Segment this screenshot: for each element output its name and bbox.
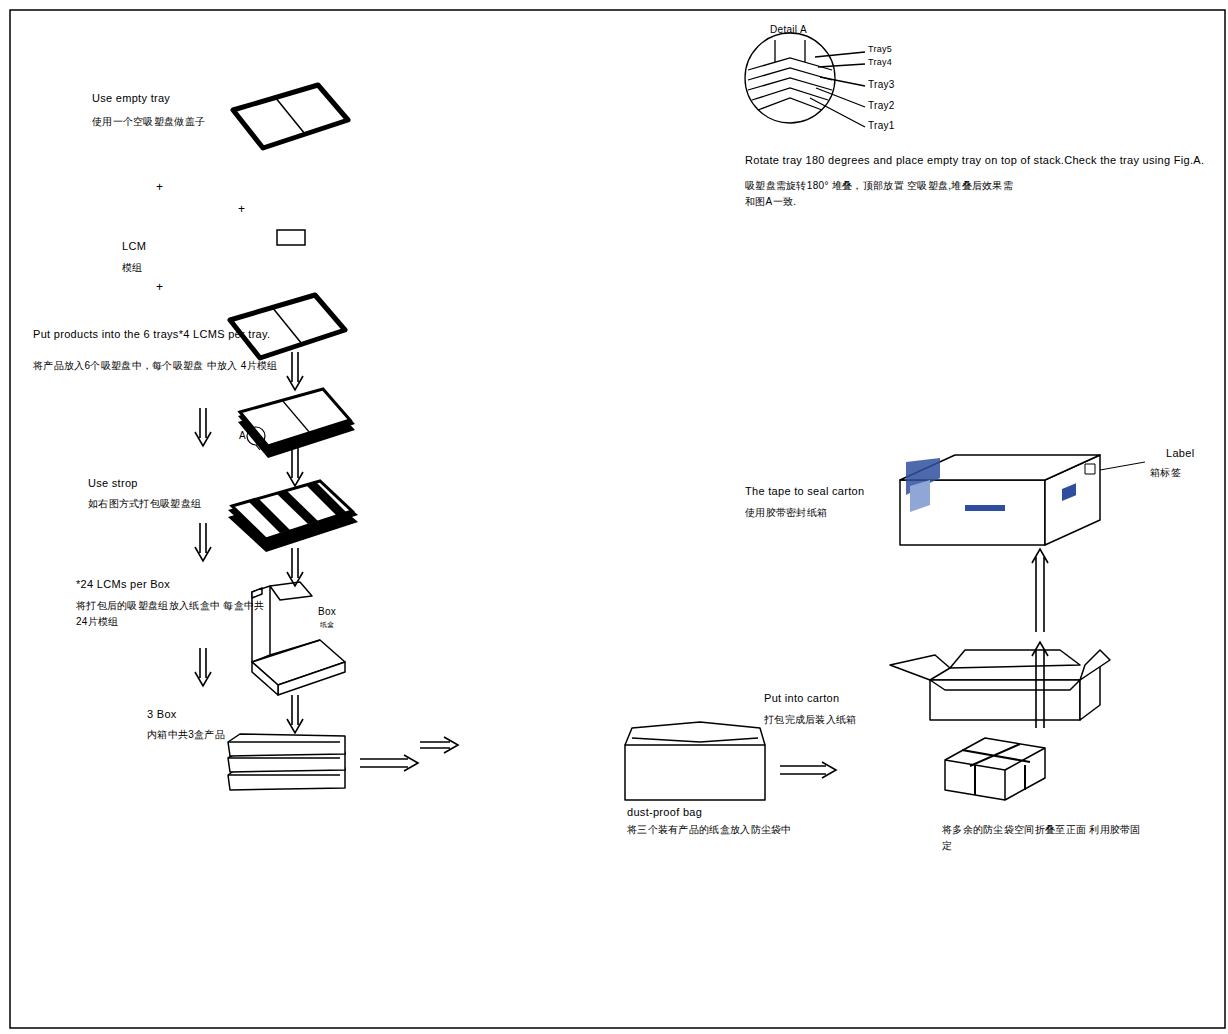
open-box xyxy=(252,582,345,695)
step-text: dust-proof bag xyxy=(627,804,702,821)
dust-proof-bag xyxy=(625,722,765,800)
flow-arrows xyxy=(195,352,1048,778)
detail-a xyxy=(745,33,865,127)
tray-label: Tray1 xyxy=(868,118,895,134)
tray-label: Tray2 xyxy=(868,98,895,114)
step-text-cn: 内箱中共3盒产品 xyxy=(147,727,225,743)
step-text-cn: 将三个装有产品的纸盒放入防尘袋中 xyxy=(627,822,792,838)
tray-label: Tray4 xyxy=(868,56,892,70)
step-text-cn: 将打包后的吸塑盘组放入纸盒中 每盒中共 24片模组 xyxy=(76,598,266,629)
step-text: *24 LCMs per Box xyxy=(76,576,170,593)
label-callout-cn: 箱标签 xyxy=(1150,465,1181,481)
step-text: Put into carton xyxy=(764,690,839,707)
box-mark-cn: 纸盒 xyxy=(320,620,335,631)
step-text-cn: 打包完成后装入纸箱 xyxy=(764,712,857,728)
plus-sign: + xyxy=(156,278,163,297)
callout-letter: A xyxy=(239,428,246,444)
step-text: The tape to seal carton xyxy=(745,483,864,500)
tray-label: Tray5 xyxy=(868,43,892,57)
tray-stack xyxy=(238,389,355,458)
lcm-module xyxy=(277,230,305,245)
step-text: Put products into the 6 trays*4 LCMS per… xyxy=(33,326,333,343)
step-text: Use empty tray xyxy=(92,90,170,107)
step-text-cn: 将多余的防尘袋空间折叠至正面 利用胶带固定 xyxy=(942,822,1142,853)
sealed-carton xyxy=(900,455,1145,545)
step-text-cn: 将产品放入6个吸塑盘中，每个吸塑盘 中放入 4片模组 xyxy=(33,358,313,374)
strapped-stack xyxy=(228,481,358,552)
step-text-cn: 如右图方式打包吸塑盘组 xyxy=(88,496,201,512)
product-tray xyxy=(230,295,345,358)
plus-sign: + xyxy=(156,178,163,197)
step-text-cn: 模组 xyxy=(122,260,143,276)
three-boxes xyxy=(228,734,345,790)
step-text-cn: 使用一个空吸塑盘做盖子 xyxy=(92,114,205,130)
open-carton xyxy=(890,650,1110,720)
step-text: 3 Box xyxy=(147,706,177,723)
detail-title: Detail A xyxy=(770,22,807,38)
empty-tray xyxy=(233,85,348,148)
note-text: Rotate tray 180 degrees and place empty … xyxy=(745,152,1205,169)
tray-label: Tray3 xyxy=(868,77,895,93)
step-text: LCM xyxy=(122,238,146,255)
label-callout: Label xyxy=(1166,445,1194,462)
step-text: Use strop xyxy=(88,475,138,492)
wrapped-package xyxy=(945,738,1045,800)
step-text-cn: 使用胶带密封纸箱 xyxy=(745,505,827,521)
box-mark: Box xyxy=(318,604,336,620)
note-text-cn: 吸塑盘需旋转180° 堆叠，顶部放置 空吸塑盘,堆叠后效果需和图A一致. xyxy=(745,178,1015,209)
plus-sign: + xyxy=(238,200,245,219)
page-border xyxy=(10,10,1225,1028)
